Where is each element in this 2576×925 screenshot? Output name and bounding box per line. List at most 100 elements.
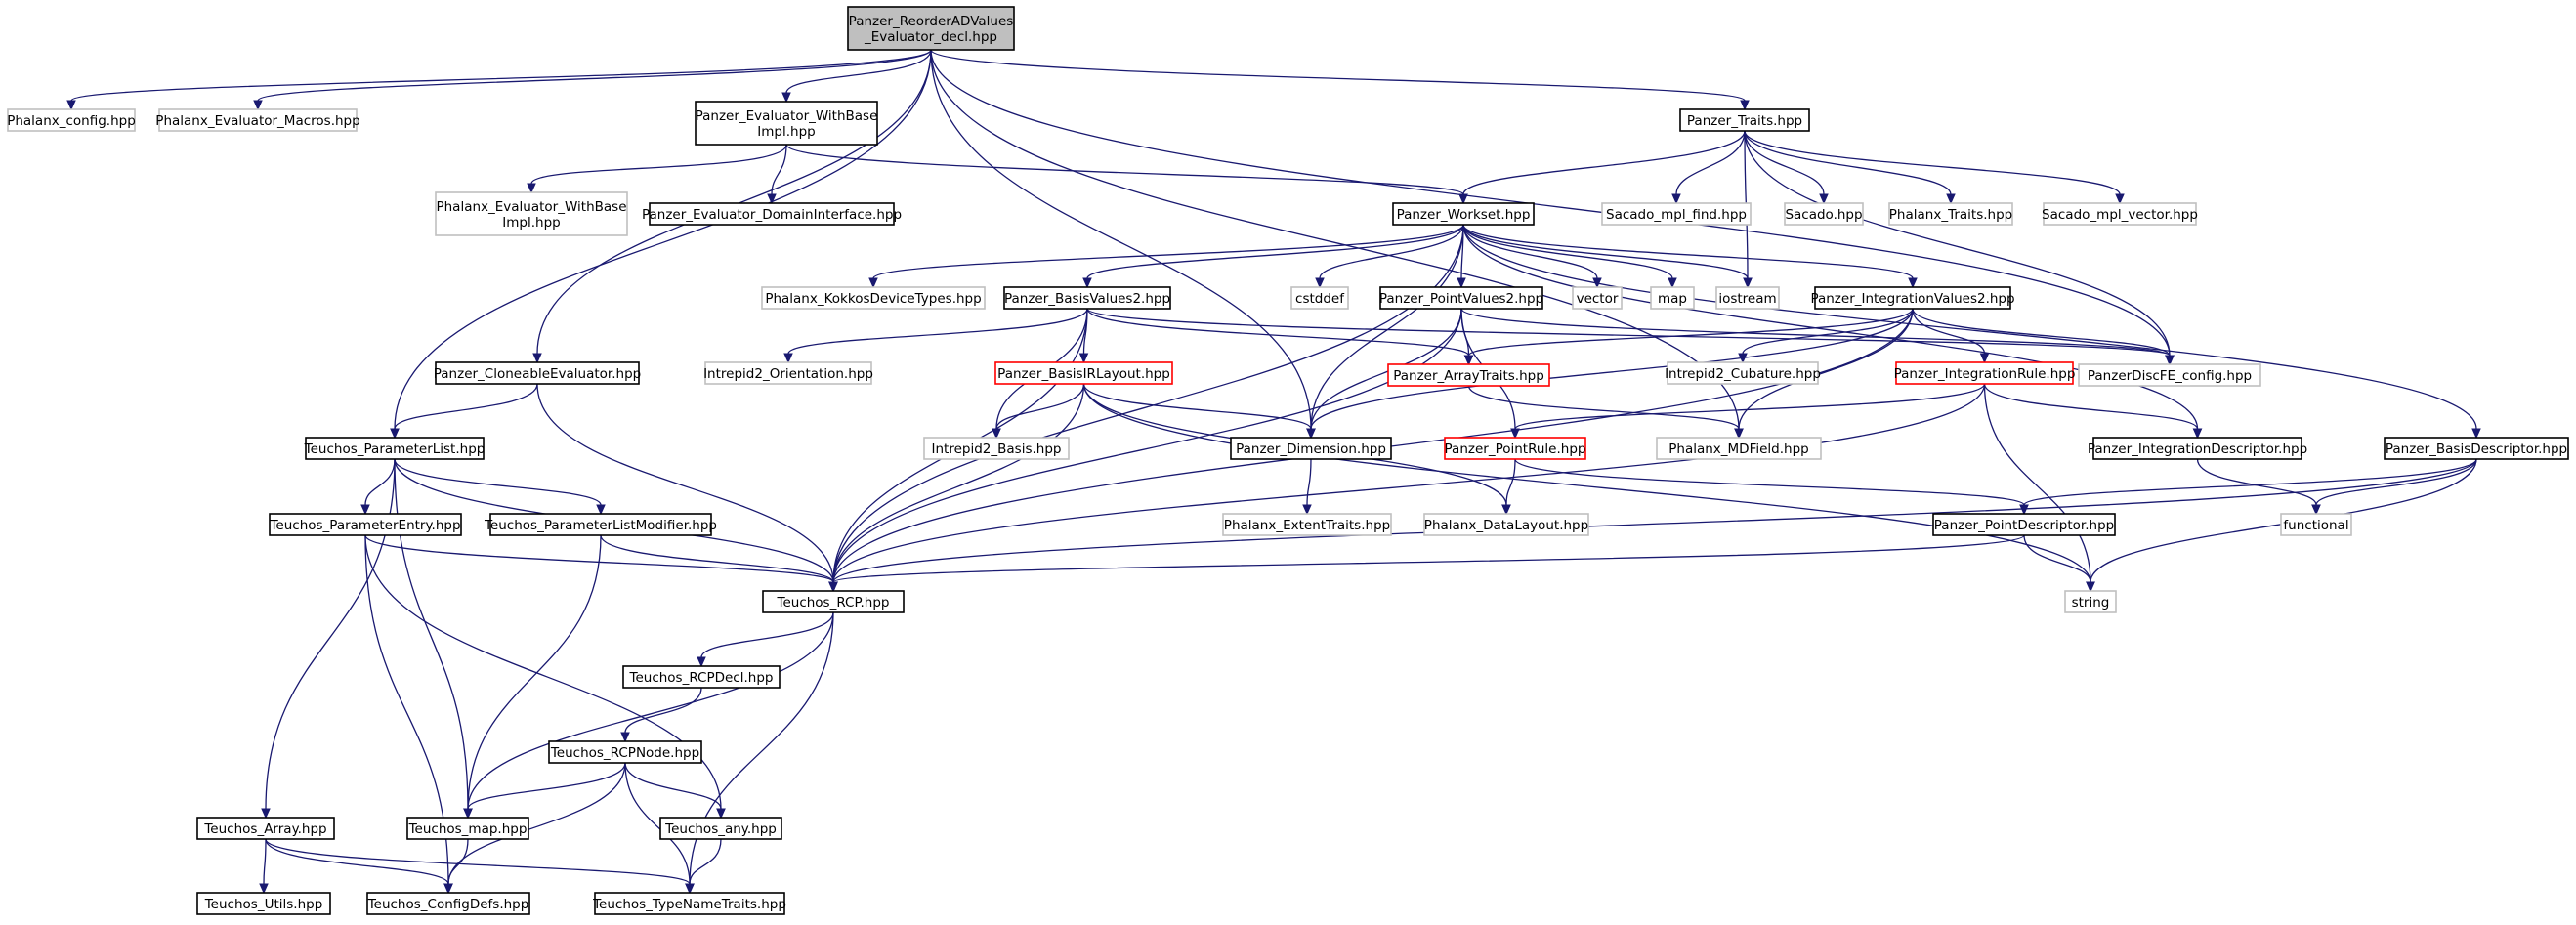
node-label: Teuchos_any.hpp (664, 821, 777, 837)
node-label: Panzer_ReorderADValues (849, 14, 1014, 29)
node-pce[interactable]: Panzer_CloneableEvaluator.hpp (434, 361, 641, 385)
edge-pbirl-to-pdim (1082, 383, 1316, 440)
node-trcp[interactable]: Teuchos_RCP.hpp (762, 590, 905, 613)
node-box (649, 202, 895, 226)
node-piv2[interactable]: Panzer_IntegrationValues2.hpp (1810, 286, 2015, 310)
edge-root-to-phcfg (66, 49, 932, 111)
node-pbirl[interactable]: Panzer_BasisIRLayout.hpp (994, 361, 1173, 385)
node-tmap[interactable]: Teuchos_map.hpp (406, 817, 529, 840)
edge-line (364, 458, 396, 506)
node-pdfe[interactable]: PanzerDiscFE_config.hpp (2078, 363, 2261, 387)
node-box (1679, 108, 1810, 132)
node-io[interactable]: Intrepid2_Orientation.hpp (703, 361, 873, 385)
node-smf[interactable]: Sacado_mpl_find.hpp (1601, 202, 1752, 226)
arrowhead-icon (1946, 193, 1956, 205)
arrowhead-icon (868, 277, 878, 289)
node-pbv2[interactable]: Panzer_BasisValues2.hpp (1003, 286, 1171, 310)
edge-root-to-ptraits (930, 49, 1750, 111)
node-label: PanzerDiscFE_config.hpp (2088, 368, 2252, 384)
node-pbd[interactable]: Panzer_BasisDescriptor.hpp (2384, 437, 2569, 460)
node-tplm[interactable]: Teuchos_ParameterListModifier.hpp (484, 513, 717, 536)
edge-line (785, 144, 1464, 195)
node-label: _Evaluator_decl.hpp (864, 29, 997, 45)
node-pedi[interactable]: Panzer_Evaluator_DomainInterface.hpp (642, 202, 902, 226)
node-box (704, 361, 872, 385)
edge-tpe-to-trcp (364, 534, 838, 593)
edge-line (394, 49, 932, 430)
node-cstddef[interactable]: cstddef (1290, 286, 1349, 310)
node-tpe[interactable]: Teuchos_ParameterEntry.hpp (269, 513, 462, 536)
node-label: Panzer_IntegrationDescriptor.hpp (2088, 441, 2307, 457)
arrowhead-icon (1819, 193, 1829, 205)
node-pkdt[interactable]: Phalanx_KokkosDeviceTypes.hpp (761, 286, 986, 310)
node-box (1650, 286, 1695, 310)
node-iostream[interactable]: iostream (1715, 286, 1780, 310)
node-icub[interactable]: Intrepid2_Cubature.hpp (1665, 361, 1821, 385)
node-trcpdecl[interactable]: Teuchos_RCPDecl.hpp (622, 665, 781, 689)
edge-line (1310, 308, 1462, 430)
node-pet[interactable]: Phalanx_ExtentTraits.hpp (1222, 513, 1392, 536)
edge-pewbi-to-phewbi (527, 144, 787, 194)
edge-ptraits-to-pworkset (1458, 130, 1746, 205)
node-functional[interactable]: functional (2280, 513, 2352, 536)
node-pat[interactable]: Panzer_ArrayTraits.hpp (1387, 363, 1550, 387)
node-string[interactable]: string (2064, 590, 2117, 613)
node-ppd[interactable]: Panzer_PointDescriptor.hpp (1932, 513, 2116, 536)
node-label: Panzer_Dimension.hpp (1236, 441, 1386, 457)
node-vector[interactable]: vector (1572, 286, 1623, 310)
edge-line (1505, 458, 1516, 506)
node-root[interactable]: Panzer_ReorderADValues_Evaluator_decl.hp… (847, 6, 1015, 51)
node-pir[interactable]: Panzer_IntegrationRule.hpp (1894, 361, 2076, 385)
node-label: Teuchos_RCP.hpp (777, 595, 890, 610)
node-pid[interactable]: Panzer_IntegrationDescriptor.hpp (2088, 437, 2307, 460)
node-pmdf[interactable]: Phalanx_MDField.hpp (1656, 437, 1822, 460)
node-phcfg[interactable]: Phalanx_config.hpp (7, 108, 136, 132)
edge-line (1462, 224, 1673, 279)
edge-line (832, 383, 1986, 583)
edge-line (832, 308, 1462, 583)
node-label: Teuchos_RCPDecl.hpp (629, 670, 774, 686)
edge-line (394, 383, 538, 430)
edge-line (1744, 130, 2171, 357)
edge-line (771, 144, 787, 195)
edge-line (832, 458, 2477, 583)
node-ttnt[interactable]: Teuchos_TypeNameTraits.hpp (592, 892, 786, 915)
edge-line (787, 308, 1088, 355)
node-tcd[interactable]: Teuchos_ConfigDefs.hpp (366, 892, 530, 915)
edge-line (689, 838, 722, 885)
node-tany[interactable]: Teuchos_any.hpp (659, 817, 782, 840)
node-map[interactable]: map (1650, 286, 1695, 310)
node-sacado[interactable]: Sacado.hpp (1784, 202, 1864, 226)
edge-line (530, 144, 787, 185)
node-ppr[interactable]: Panzer_PointRule.hpp (1444, 437, 1586, 460)
node-tpl[interactable]: Teuchos_ParameterList.hpp (304, 437, 486, 460)
edge-line (1744, 130, 1825, 195)
node-ppv2[interactable]: Panzer_PointValues2.hpp (1379, 286, 1543, 310)
edge-line (2023, 458, 2477, 506)
node-phmac[interactable]: Phalanx_Evaluator_Macros.hpp (155, 108, 360, 132)
node-tutils[interactable]: Teuchos_Utils.hpp (196, 892, 331, 915)
node-ibasis[interactable]: Intrepid2_Basis.hpp (923, 437, 1070, 460)
node-pdl[interactable]: Phalanx_DataLayout.hpp (1423, 513, 1589, 536)
edge-line (1082, 383, 2091, 583)
node-smv[interactable]: Sacado_mpl_vector.hpp (2042, 202, 2198, 226)
edge-line (785, 49, 932, 94)
node-box (1715, 286, 1780, 310)
edge-line (1086, 308, 1470, 357)
arrowhead-icon (1740, 100, 1750, 111)
edge-pworkset-to-cstddef (1315, 224, 1464, 289)
edge-piv2-to-pdfe (1912, 308, 2175, 366)
node-ptraits[interactable]: Panzer_Traits.hpp (1679, 108, 1810, 132)
node-tarray[interactable]: Teuchos_Array.hpp (196, 817, 335, 840)
node-trcpnode[interactable]: Teuchos_RCPNode.hpp (548, 740, 702, 764)
node-pdim[interactable]: Panzer_Dimension.hpp (1230, 437, 1392, 460)
node-phtraits[interactable]: Phalanx_Traits.hpp (1888, 202, 2013, 226)
arrowhead-icon (261, 808, 271, 820)
node-box (923, 437, 1070, 460)
node-box (622, 665, 781, 689)
node-pworkset[interactable]: Panzer_Workset.hpp (1392, 202, 1535, 226)
edge-line (1467, 308, 1914, 357)
